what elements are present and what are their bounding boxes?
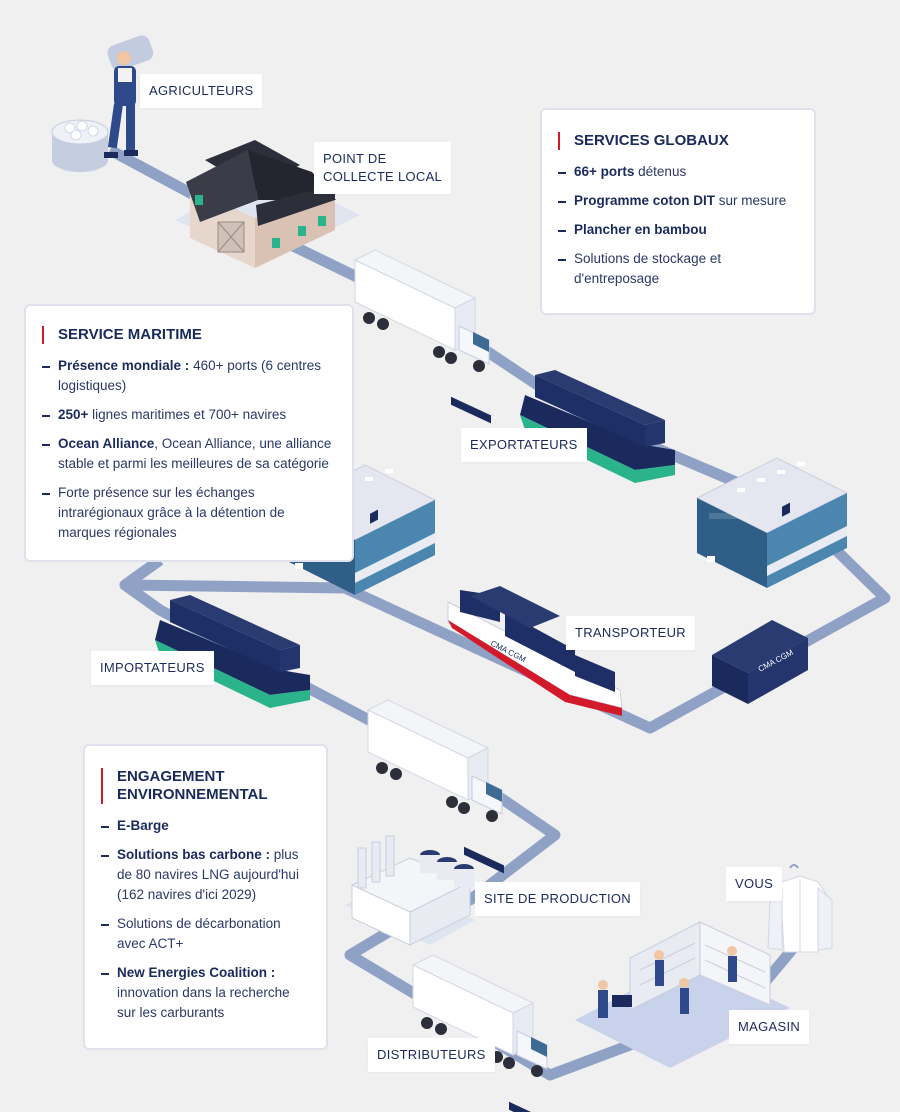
panel-service-maritime: SERVICE MARITIME Présence mondiale : 460… [24,304,354,562]
item-text: innovation dans la recherche sur les car… [117,985,290,1020]
shipping-container-illustration: CMA CGM [712,620,808,704]
item-text: Solutions de stockage et d'entreposage [574,251,722,286]
label-point-collecte-line2: COLLECTE LOCAL [323,169,443,184]
panel-services-globaux-title: SERVICES GLOBAUX [558,132,794,150]
item-bold: Solutions bas carbone : [117,847,271,862]
barn-illustration [175,140,360,268]
label-vous: VOUS [726,867,783,901]
container-ship-illustration: CMA CGM [447,586,623,716]
label-point-collecte-line1: POINT DE [323,151,387,166]
list-item: 250+ lignes maritimes et 700+ navires [42,405,336,425]
panel-engagement-list: E-Barge Solutions bas carbone : plus de … [101,816,310,1023]
item-bold: Programme coton DIT [574,193,716,208]
label-transporteur: TRANSPORTEUR [566,616,695,650]
truck-illustration-3 [412,954,550,1112]
panel-engagement-title: ENGAGEMENT ENVIRONNEMENTAL [101,768,310,804]
label-agriculteurs: AGRICULTEURS [140,74,263,108]
label-point-collecte: POINT DE COLLECTE LOCAL [314,142,452,194]
item-bold: New Energies Coalition : [117,965,276,980]
shirt-illustration [767,864,833,953]
list-item: Solutions de décarbonation avec ACT+ [101,914,310,954]
panel-engagement-title-line1: ENGAGEMENT [117,768,225,785]
list-item: Présence mondiale : 460+ ports (6 centre… [42,356,336,396]
farmer-illustration [51,35,154,172]
item-text: Forte présence sur les échanges intrarég… [58,485,285,540]
panel-engagement-environnemental: ENGAGEMENT ENVIRONNEMENTAL E-Barge Solut… [83,744,328,1050]
item-text: plus de 80 navires LNG aujourd'hui (162 … [117,847,299,902]
list-item: Forte présence sur les échanges intrarég… [42,483,293,543]
item-bold: Ocean Alliance [58,436,155,451]
label-site-production: SITE DE PRODUCTION [475,882,640,916]
item-bold: Présence mondiale : [58,358,190,373]
panel-service-maritime-list: Présence mondiale : 460+ ports (6 centre… [42,356,336,543]
item-bold: 250+ [58,407,89,422]
item-bold: E-Barge [117,818,169,833]
item-bold: 66+ ports [574,164,635,179]
item-text: sur mesure [715,193,787,208]
factory-illustration [345,835,475,946]
list-item: Programme coton DIT sur mesure [558,191,794,211]
panel-services-globaux-list: 66+ ports détenus Programme coton DIT su… [558,162,794,289]
shop-illustration [575,921,790,1068]
list-item: 66+ ports détenus [558,162,794,182]
item-bold: Plancher en bambou [574,222,707,237]
label-distributeurs: DISTRIBUTEURS [368,1038,495,1072]
panel-engagement-title-line2: ENVIRONNEMENTAL [117,786,268,803]
list-item: Solutions bas carbone : plus de 80 navir… [101,845,310,905]
list-item: Solutions de stockage et d'entreposage [558,249,764,289]
item-text: lignes maritimes et 700+ navires [88,407,287,422]
list-item: Plancher en bambou [558,220,794,240]
truck-illustration-1 [354,249,492,424]
barge-illustration-export [520,370,675,483]
item-text: Solutions de décarbonation avec ACT+ [117,916,281,951]
label-exportateurs: EXPORTATEURS [461,428,587,462]
item-text: , Ocean Alliance, une alliance stable et… [58,436,332,471]
label-importateurs: IMPORTATEURS [91,651,214,685]
label-magasin: MAGASIN [729,1010,810,1044]
panel-services-globaux: SERVICES GLOBAUX 66+ ports détenus Progr… [540,108,816,315]
list-item: E-Barge [101,816,310,836]
panel-service-maritime-title: SERVICE MARITIME [42,326,336,344]
item-text: 460+ ports (6 centres logistiques) [58,358,322,393]
item-text: détenus [634,164,687,179]
list-item: New Energies Coalition : innovation dans… [101,963,310,1023]
list-item: Ocean Alliance, Ocean Alliance, une alli… [42,434,336,474]
